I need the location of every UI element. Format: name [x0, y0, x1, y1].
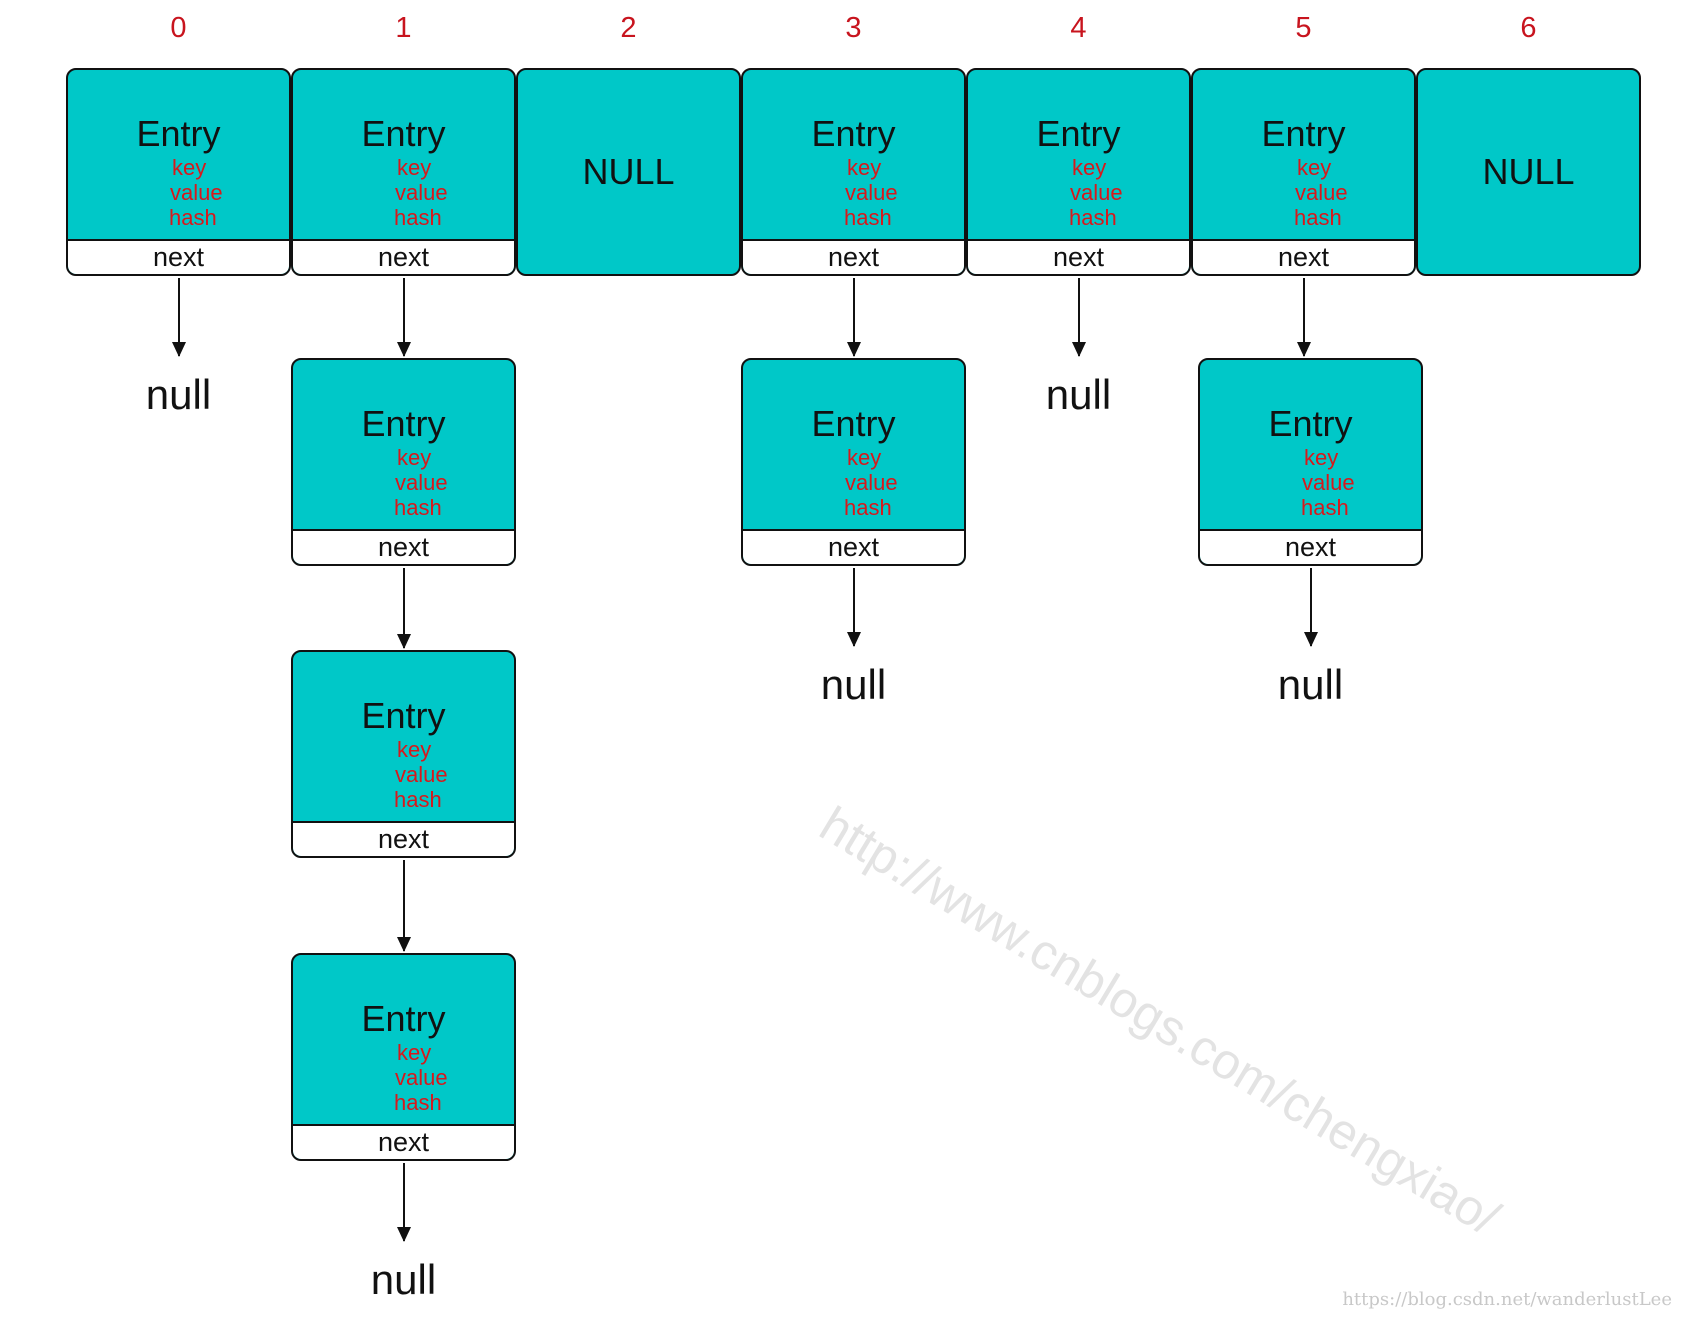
entry-key-field: key — [847, 445, 882, 470]
entry-next-pointer: next — [293, 821, 514, 856]
bucket-5-arrow-1 — [1303, 568, 1318, 647]
entry-next-pointer: next — [743, 529, 964, 564]
entry-value-field: value — [845, 180, 898, 205]
entry-title: Entry — [361, 113, 446, 154]
bucket-3-null-terminator: null — [820, 661, 887, 708]
bucket-3-arrow-0 — [846, 278, 861, 357]
entry-key-field: key — [1297, 155, 1332, 180]
entry-hash-field: hash — [394, 205, 442, 230]
entry-next-pointer: next — [743, 239, 964, 274]
entry-hash-field: hash — [169, 205, 217, 230]
entry-hash-field: hash — [844, 495, 892, 520]
entry-title: Entry — [1036, 113, 1121, 154]
bucket-index-2: 2 — [620, 12, 637, 44]
entry-next-pointer: next — [968, 239, 1189, 274]
entry-value-field: value — [1295, 180, 1348, 205]
entry-value-field: value — [395, 1065, 448, 1090]
bucket-index-1: 1 — [395, 12, 412, 44]
bucket-0-null-terminator: null — [145, 371, 212, 418]
entry-hash-field: hash — [1301, 495, 1349, 520]
bucket-4-null-terminator: null — [1045, 371, 1112, 418]
entry-next-pointer: next — [1200, 529, 1421, 564]
bucket-1-arrow-2 — [396, 860, 411, 952]
entry-hash-field: hash — [394, 1090, 442, 1115]
entry-value-field: value — [1070, 180, 1123, 205]
empty-bucket-label: NULL — [1482, 151, 1575, 192]
bucket-0-arrow-0 — [171, 278, 186, 357]
bucket-5-null-terminator: null — [1277, 661, 1344, 708]
bucket-3-arrow-1 — [846, 568, 861, 647]
entry-title: Entry — [811, 403, 896, 444]
entry-hash-field: hash — [394, 495, 442, 520]
entry-next-pointer: next — [293, 239, 514, 274]
empty-bucket-label: NULL — [582, 151, 675, 192]
entry-key-field: key — [847, 155, 882, 180]
entry-key-field: key — [1072, 155, 1107, 180]
bucket-index-6: 6 — [1520, 12, 1537, 44]
bucket-index-4: 4 — [1070, 12, 1087, 44]
entry-title: Entry — [361, 403, 446, 444]
entry-next-pointer: next — [68, 239, 289, 274]
entry-value-field: value — [395, 762, 448, 787]
entry-value-field: value — [395, 180, 448, 205]
bucket-6-empty: NULL — [1416, 68, 1641, 276]
entry-title: Entry — [811, 113, 896, 154]
bucket-1-arrow-1 — [396, 568, 411, 649]
entry-value-field: value — [845, 470, 898, 495]
entry-title: Entry — [361, 998, 446, 1039]
entry-key-field: key — [172, 155, 207, 180]
entry-next-pointer: next — [1193, 239, 1414, 274]
bucket-4-arrow-0 — [1071, 278, 1086, 357]
entry-value-field: value — [1302, 470, 1355, 495]
entry-key-field: key — [397, 155, 432, 180]
entry-title: Entry — [361, 695, 446, 736]
entry-next-pointer: next — [293, 1124, 514, 1159]
entry-key-field: key — [397, 1040, 432, 1065]
entry-hash-field: hash — [1069, 205, 1117, 230]
bucket-2-empty: NULL — [516, 68, 741, 276]
entry-key-field: key — [1304, 445, 1339, 470]
bucket-index-3: 3 — [845, 12, 862, 44]
entry-value-field: value — [395, 470, 448, 495]
entry-key-field: key — [397, 737, 432, 762]
entry-title: Entry — [1261, 113, 1346, 154]
entry-hash-field: hash — [844, 205, 892, 230]
entry-value-field: value — [170, 180, 223, 205]
credit-url: https://blog.csdn.net/wanderlustLee — [1342, 1289, 1672, 1310]
entry-key-field: key — [397, 445, 432, 470]
entry-title: Entry — [136, 113, 221, 154]
bucket-5-arrow-0 — [1296, 278, 1311, 357]
entry-hash-field: hash — [394, 787, 442, 812]
entry-next-pointer: next — [293, 529, 514, 564]
bucket-index-0: 0 — [170, 12, 187, 44]
entry-title: Entry — [1268, 403, 1353, 444]
bucket-1-arrow-0 — [396, 278, 411, 357]
bucket-1-null-terminator: null — [370, 1256, 437, 1303]
bucket-index-5: 5 — [1295, 12, 1312, 44]
bucket-1-arrow-3 — [396, 1163, 411, 1242]
entry-hash-field: hash — [1294, 205, 1342, 230]
